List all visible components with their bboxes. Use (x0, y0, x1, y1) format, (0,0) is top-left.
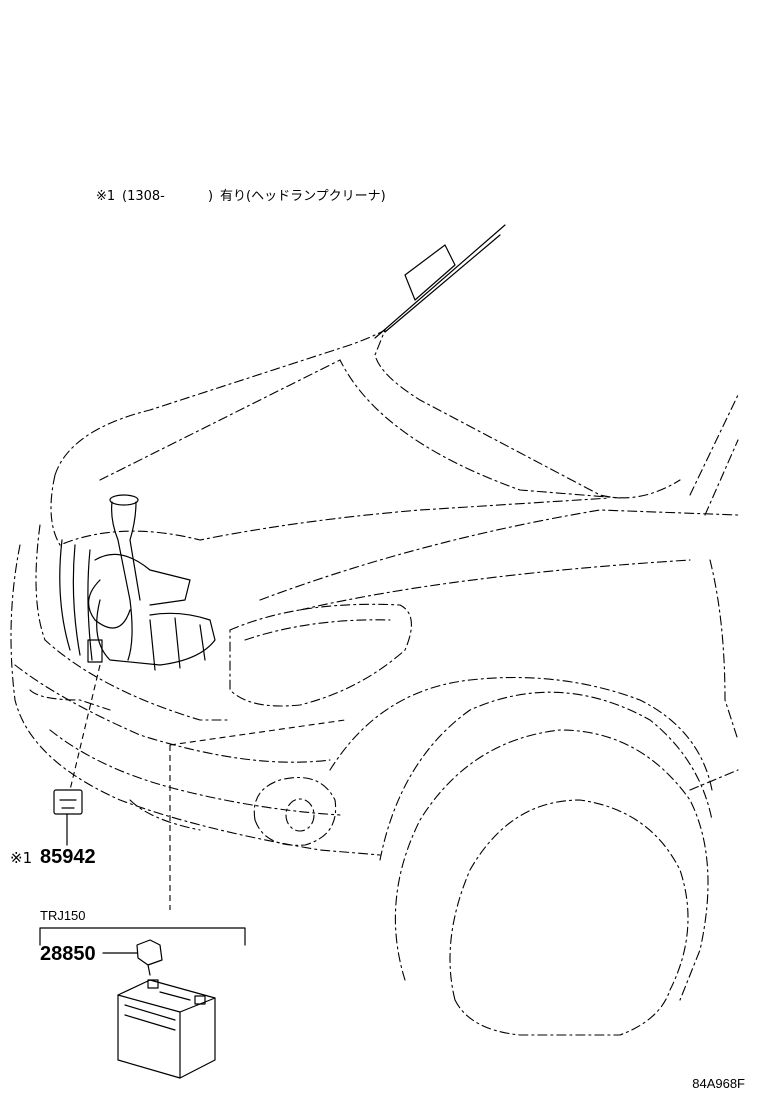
tire-bottom (454, 989, 671, 1036)
washer-tank (96, 599, 216, 666)
washer-hose-loop (88, 579, 131, 629)
note-range-open: (1308- (122, 189, 165, 204)
rocker-line (689, 769, 739, 791)
wheel-arch (329, 677, 713, 791)
part-85942-number[interactable]: 85942 (40, 846, 96, 868)
model-bracket (39, 927, 246, 946)
bumper-outline (10, 544, 381, 856)
a-pillar-line (374, 224, 506, 339)
diagram-code: 84A968F (692, 1076, 745, 1091)
leader-battery-top (169, 719, 346, 746)
part-85942-shape[interactable] (53, 789, 83, 815)
fog-lamp-lens (285, 798, 315, 832)
fender-top-line (259, 509, 739, 601)
washer-filler-cap (109, 494, 139, 506)
note-description: 有り(ヘッドランプクリーナ) (220, 189, 386, 204)
part-85942-mark: ※1 (10, 849, 32, 867)
part-28850-tab (147, 964, 151, 976)
washer-tank-ribs (149, 617, 206, 671)
hood-crease (99, 359, 621, 499)
header-note: ※1 (1308- ) 有り(ヘッドランプクリーナ) (96, 189, 386, 204)
headlamp-outline (229, 603, 412, 707)
battery-terminal-pos (194, 995, 206, 1005)
hood-front-edge (50, 474, 611, 546)
note-range-close: ) (208, 189, 213, 204)
a-pillar-line-inner (384, 234, 501, 333)
part-85942-group: ※1 85942 (10, 664, 101, 868)
windshield-edge-2 (704, 439, 739, 516)
washer-pump (87, 639, 103, 663)
battery-hold-down (159, 991, 191, 1001)
fog-lamp-housing (253, 776, 337, 846)
battery-ribs (124, 1004, 176, 1031)
bumper-lower-line (49, 729, 341, 816)
part-28850-group: TRJ150 28850 (39, 908, 246, 976)
grille-bars (59, 539, 93, 661)
tire-sidewall (449, 799, 689, 1001)
washer-filler-neck-2 (129, 501, 141, 601)
mirror-outline (404, 244, 456, 301)
fender-character-line (299, 559, 691, 611)
windshield-edge (689, 394, 739, 496)
note-prefix: ※1 (96, 189, 115, 204)
battery-terminal-neg (147, 979, 159, 989)
washer-assembly (87, 494, 216, 671)
hood-edge (54, 328, 681, 499)
battery (117, 979, 216, 1079)
vehicle-outline (10, 224, 739, 1036)
bumper-chin (129, 799, 201, 831)
part-28850-number[interactable]: 28850 (40, 943, 96, 965)
washer-hose (94, 553, 191, 606)
bumper-slot (29, 689, 111, 711)
bumper-upper-line (14, 664, 331, 763)
leader-85942 (69, 664, 101, 791)
battery-body (117, 979, 216, 1079)
grille-surround (35, 524, 231, 721)
wheel-arch-inner (379, 691, 713, 861)
part-28850-shape[interactable] (136, 939, 163, 966)
washer-filler-neck (111, 501, 133, 661)
part-85942-detail (59, 799, 77, 809)
model-label: TRJ150 (40, 908, 86, 923)
headlamp-inner (244, 619, 391, 641)
tire-outer (394, 729, 709, 1001)
fender-rear-edge (709, 559, 739, 741)
